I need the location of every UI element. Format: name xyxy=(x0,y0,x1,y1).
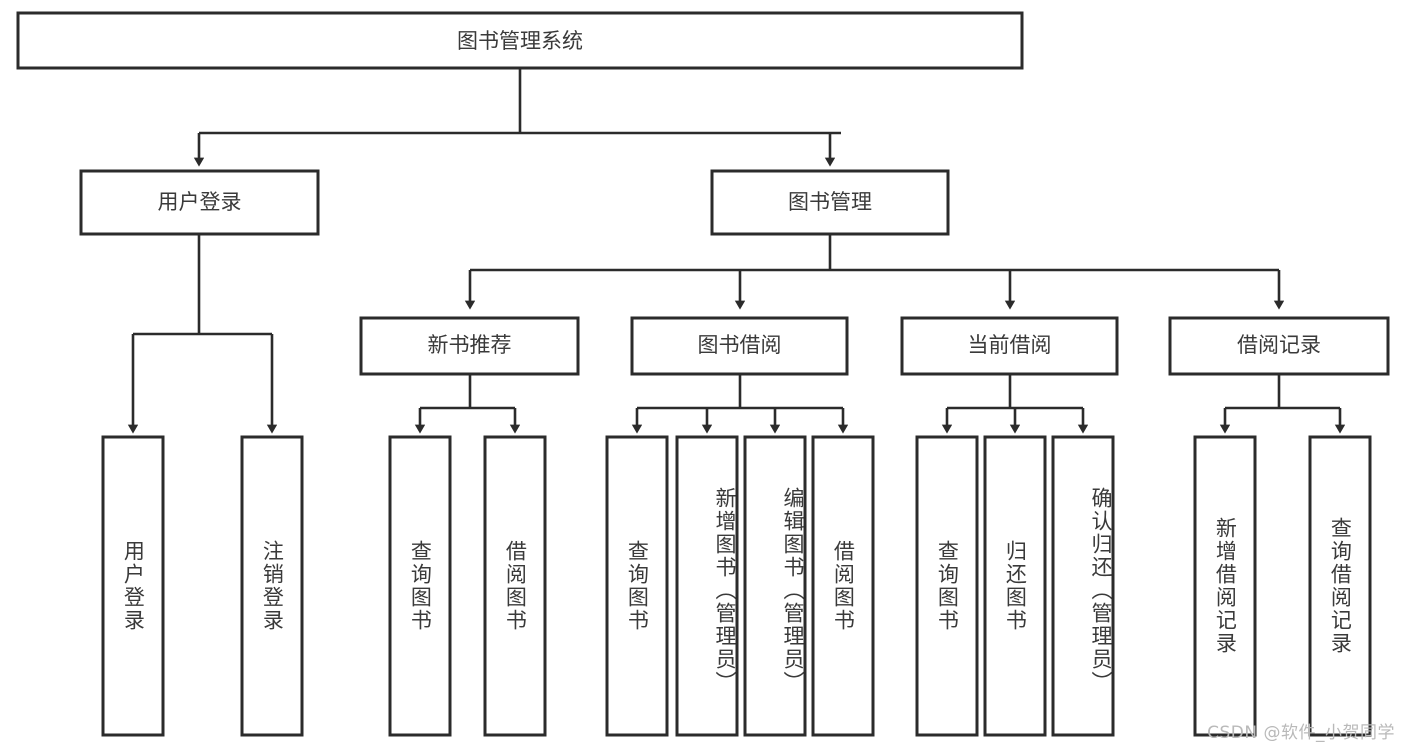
node-leaf-user-login-label: 用户登录 xyxy=(121,540,146,632)
node-leaf-borrow-book-1-label: 借阅图书 xyxy=(503,540,528,632)
node-leaf-confirm-return-label: 确认归还（管理员） xyxy=(1089,486,1113,694)
node-new-book-recommend[interactable]: 新书推荐 xyxy=(359,316,580,376)
node-leaf-add-record[interactable] xyxy=(1193,435,1257,737)
node-leaf-user-login[interactable] xyxy=(101,435,165,737)
node-leaf-borrow-book-1[interactable] xyxy=(483,435,547,737)
node-leaf-logout-login[interactable] xyxy=(240,435,304,737)
node-leaf-query-book-3[interactable] xyxy=(915,435,979,737)
node-leaf-edit-book-label: 编辑图书（管理员） xyxy=(781,486,805,694)
node-leaf-query-record-label: 查询借阅记录 xyxy=(1328,517,1353,655)
node-leaf-query-book-2-label: 查询图书 xyxy=(625,540,650,632)
node-root[interactable]: 图书管理系统 xyxy=(16,11,1024,70)
node-leaf-query-book-1[interactable] xyxy=(388,435,452,737)
connector-userlogin-to-leaves xyxy=(127,234,278,434)
node-book-management-label: 图书管理 xyxy=(788,190,872,214)
node-current-borrow[interactable]: 当前借阅 xyxy=(900,316,1119,376)
connector-bookmgmt-to-level3 xyxy=(464,234,1285,310)
node-book-borrow-label: 图书借阅 xyxy=(698,333,782,357)
node-leaf-return-book[interactable] xyxy=(983,435,1047,737)
node-current-borrow-label: 当前借阅 xyxy=(968,333,1052,357)
connector-bookborrow-to-leaves xyxy=(631,374,849,434)
node-leaf-query-book-3-label: 查询图书 xyxy=(935,540,960,632)
node-leaf-confirm-return[interactable] xyxy=(1051,435,1115,737)
node-leaf-query-book-1-label: 查询图书 xyxy=(408,540,433,632)
node-leaf-borrow-book-2[interactable] xyxy=(811,435,875,737)
node-leaf-query-book-2[interactable] xyxy=(605,435,669,737)
node-leaf-return-book-label: 归还图书 xyxy=(1003,540,1028,632)
node-leaf-add-record-label: 新增借阅记录 xyxy=(1213,517,1238,655)
node-leaf-logout-login-label: 注销登录 xyxy=(260,540,285,632)
node-book-management[interactable]: 图书管理 xyxy=(710,169,950,236)
connector-borrowrecord-to-leaves xyxy=(1219,374,1346,434)
node-user-login-label: 用户登录 xyxy=(158,190,242,214)
connector-root-to-level2 xyxy=(193,68,841,167)
node-root-label: 图书管理系统 xyxy=(457,29,583,53)
connector-newbook-to-leaves xyxy=(414,374,521,434)
node-user-login[interactable]: 用户登录 xyxy=(79,169,320,236)
node-book-borrow[interactable]: 图书借阅 xyxy=(630,316,849,376)
node-leaf-borrow-book-2-label: 借阅图书 xyxy=(831,540,856,632)
node-new-book-recommend-label: 新书推荐 xyxy=(428,333,512,357)
node-leaf-edit-book[interactable] xyxy=(743,435,807,737)
csdn-watermark: CSDN @软件_小贺同学 xyxy=(1207,723,1395,743)
node-borrow-record[interactable]: 借阅记录 xyxy=(1168,316,1390,376)
node-leaf-add-book[interactable] xyxy=(675,435,739,737)
node-leaf-add-book-label: 新增图书（管理员） xyxy=(713,486,737,694)
node-borrow-record-label: 借阅记录 xyxy=(1237,333,1321,357)
connector-currentborrow-to-leaves xyxy=(941,374,1089,434)
node-leaf-query-record[interactable] xyxy=(1308,435,1372,737)
